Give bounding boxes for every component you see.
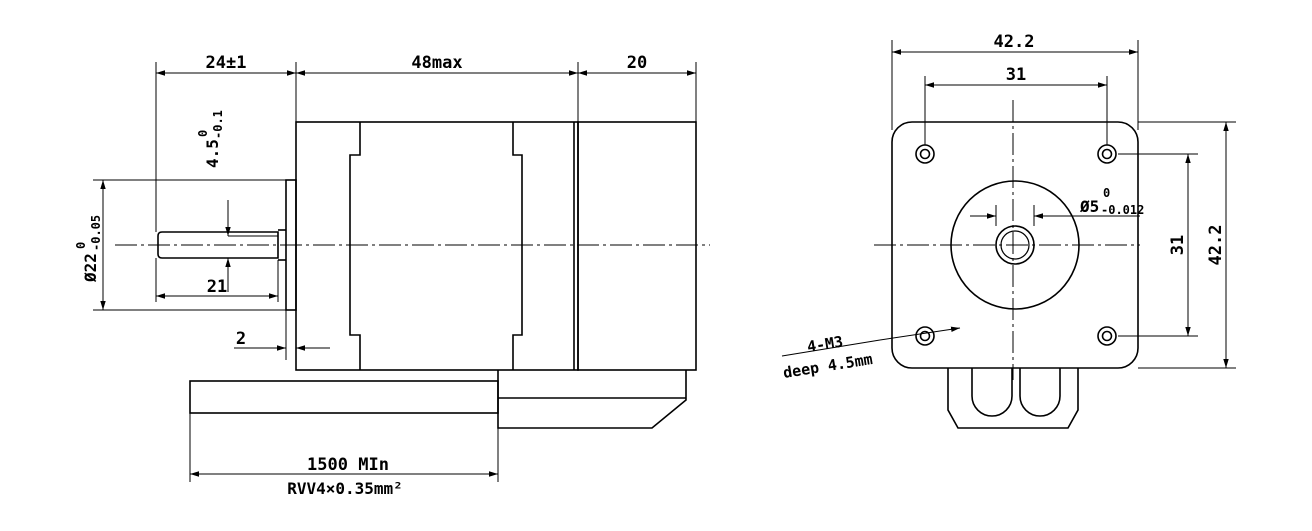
shaft-length-label: 24±1 — [206, 53, 247, 73]
cable — [189, 380, 686, 414]
svg-text:-0.1: -0.1 — [211, 110, 225, 139]
svg-text:Ø22: Ø22 — [81, 253, 100, 283]
cable-length-label: 1500 MIn — [307, 455, 389, 475]
boss-height-label: 2 — [236, 329, 246, 349]
shaft — [157, 229, 286, 261]
svg-text:4.5: 4.5 — [203, 139, 222, 168]
front-connector — [947, 368, 1079, 429]
svg-text:0: 0 — [74, 242, 88, 249]
front-shaft — [995, 225, 1035, 265]
boss-dia-label: Ø22 0 -0.05 — [74, 215, 103, 283]
cable-spec-label: RVV4×0.35mm² — [287, 479, 403, 498]
front-flange — [891, 121, 1139, 369]
svg-text:0: 0 — [1103, 186, 1110, 200]
hole-spacing-v-label: 31 — [1168, 235, 1188, 255]
front-view — [874, 100, 1140, 429]
thread-depth-label: deep 4.5mm — [782, 350, 874, 382]
svg-text:-0.05: -0.05 — [89, 215, 103, 251]
body-length-label: 48max — [411, 53, 462, 73]
front-labels: 42.2 31 Ø5 0 -0.012 31 42.2 4-M3 deep 4.… — [782, 32, 1226, 382]
shaft-dia-label: Ø5 0 -0.012 — [1079, 186, 1144, 217]
rear-length-label: 20 — [627, 53, 647, 73]
rear-cover — [577, 121, 697, 371]
connector-housing — [497, 370, 687, 429]
side-labels: 24±1 48max 20 4.5 0 -0.1 Ø22 0 -0.05 21 … — [74, 53, 647, 498]
svg-text:Ø5: Ø5 — [1079, 197, 1099, 216]
thread-spec-label: 4-M3 — [806, 333, 844, 356]
svg-text:-0.012: -0.012 — [1101, 203, 1144, 217]
front-dimensions — [781, 40, 1236, 369]
flat-depth-label: 4.5 0 -0.1 — [196, 110, 225, 168]
hole-spacing-h-label: 31 — [1006, 65, 1026, 85]
front-boss — [950, 180, 1080, 310]
overall-height-label: 42.2 — [1206, 225, 1226, 266]
side-view — [115, 121, 710, 429]
flat-length-label: 21 — [207, 277, 227, 297]
motor-body — [295, 121, 579, 371]
svg-text:0: 0 — [196, 130, 210, 137]
overall-width-label: 42.2 — [994, 32, 1035, 52]
side-dimensions — [93, 62, 697, 482]
